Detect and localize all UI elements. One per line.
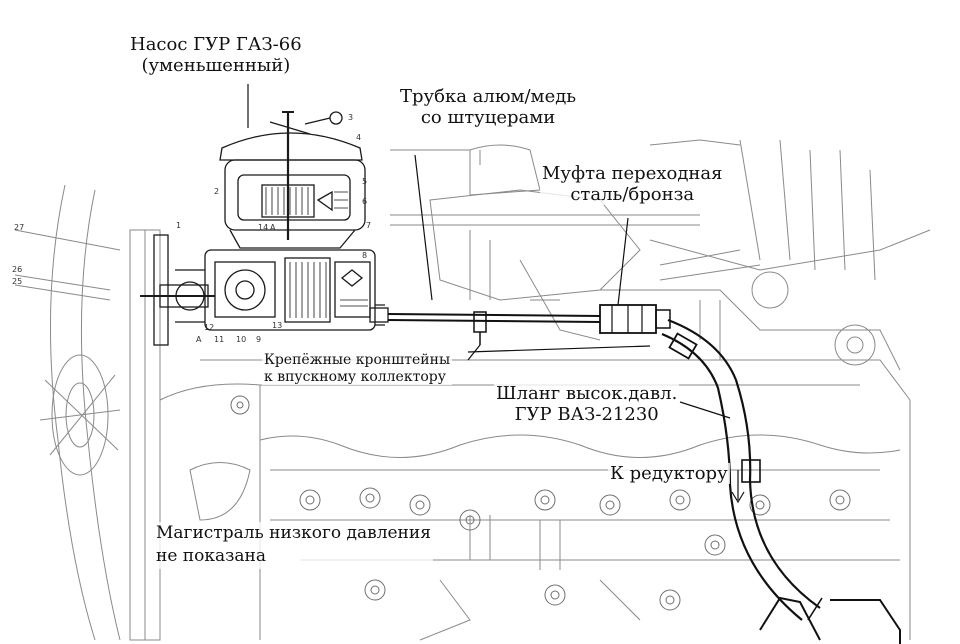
coupling-label-line-1: Муфта переходная xyxy=(542,163,723,184)
callout-number: 27 xyxy=(14,223,24,232)
callout-number: A xyxy=(196,335,202,344)
callout-number: 14 xyxy=(258,223,268,232)
callout-number: 1 xyxy=(176,221,181,230)
callout-number: 8 xyxy=(362,251,367,260)
callout-number: 26 xyxy=(12,265,22,274)
pressure-line xyxy=(387,304,901,644)
to-gearbox-text: К редуктору xyxy=(610,463,728,484)
leader-lines xyxy=(247,84,745,504)
low-pressure-line-1: Магистраль низкого давления xyxy=(156,523,431,543)
callout-number: 10 xyxy=(236,335,246,344)
to-gearbox-label: К редуктору xyxy=(608,463,730,485)
callout-number: 7 xyxy=(366,221,371,230)
brackets-label-line-2: к впускному коллектору xyxy=(264,368,446,385)
callout-number: 5 xyxy=(362,177,367,186)
hose-label-line-2: ГУР ВАЗ-21230 xyxy=(514,404,659,426)
pump-label-line-2: (уменьшенный) xyxy=(141,55,291,77)
callout-number: 4 xyxy=(356,133,361,142)
callout-number: A xyxy=(270,223,276,232)
pump-label-line-1: Насос ГУР ГАЗ-66 xyxy=(130,34,302,55)
callout-number: 13 xyxy=(272,321,282,330)
hose-label-line-1: Шланг высок.давл. xyxy=(496,383,678,404)
tube-label: Трубка алюм/медь со штуцерами xyxy=(398,86,579,129)
callout-number: 25 xyxy=(12,277,22,286)
coupling-label-line-2: сталь/бронза xyxy=(570,184,695,206)
callout-numbers: 27 26 25 1 2 3 4 5 6 7 8 9 10 11 12 13 1… xyxy=(12,113,371,344)
tube-label-line-2: со штуцерами xyxy=(420,107,556,129)
callout-number: 2 xyxy=(214,187,219,196)
callout-number: 6 xyxy=(362,197,367,206)
engine-block-sketch xyxy=(14,139,931,641)
callout-number: 3 xyxy=(348,113,353,122)
brackets-label-line-1: Крепёжные кронштейны xyxy=(264,352,451,368)
coupling-label: Муфта переходная сталь/бронза xyxy=(540,163,725,206)
low-pressure-line-2: не показана xyxy=(156,546,266,567)
low-pressure-label: Магистраль низкого давления не показана xyxy=(154,522,433,569)
callout-number: 11 xyxy=(214,335,224,344)
pump-label: Насос ГУР ГАЗ-66 (уменьшенный) xyxy=(128,34,304,77)
callout-number: 9 xyxy=(256,335,261,344)
hose-label: Шланг высок.давл. ГУР ВАЗ-21230 xyxy=(494,383,680,426)
callout-number: 12 xyxy=(204,323,214,332)
tube-label-line-1: Трубка алюм/медь xyxy=(400,86,577,107)
brackets-label: Крепёжные кронштейны к впускному коллект… xyxy=(262,352,453,386)
